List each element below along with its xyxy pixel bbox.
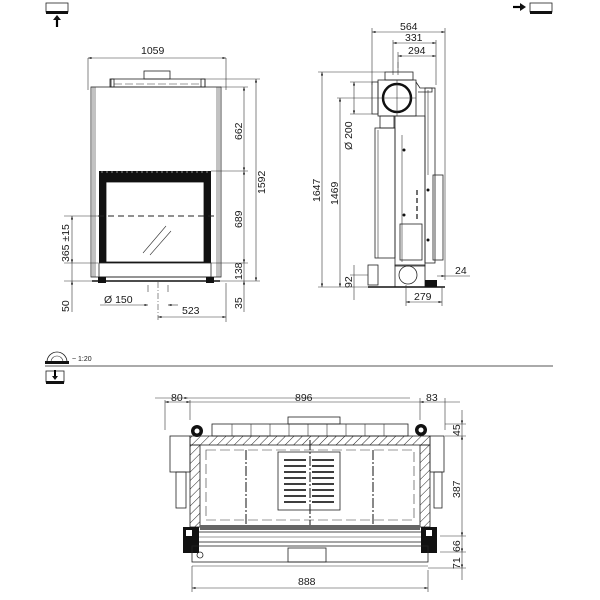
dim-front-depth-1: 66 [451,540,463,552]
dim-bottom-width: 888 [298,576,316,588]
dim-air-inlet-offset: 523 [182,305,200,317]
dim-top-depth: 45 [451,424,463,436]
dim-total-height: 1592 [256,170,268,194]
dim-upper-height: 662 [233,122,245,140]
view-from-side-icon [513,2,553,14]
dim-bottom-inlet-height: 92 [343,276,355,288]
dim-overall-depth: 564 [400,21,418,33]
dim-overall-width: 1059 [141,45,165,57]
dim-overall-height: 1647 [311,178,323,202]
scale-protractor-icon [45,351,69,364]
view-from-front-icon [45,2,69,27]
dim-flue-offset-2: 294 [408,45,426,57]
top-view: 80 896 83 [155,392,466,592]
dim-floor-offset: 50 [60,300,72,312]
dim-bottom-inlet-depth: 279 [414,291,432,303]
dim-bottom-inlet-offset: 24 [455,265,467,277]
dim-flue-offset-1: 331 [405,32,423,44]
dim-door-height: 689 [233,210,245,228]
dim-flue-center-height: 1469 [329,181,341,205]
scale-label: ~ 1:20 [72,356,92,363]
dim-bottom-offset: 35 [233,297,245,309]
dim-base-height: 138 [233,262,245,280]
front-view: 1059 [60,45,268,322]
dim-body-depth: 387 [451,480,463,498]
dim-front-depth-2: 71 [451,557,463,569]
dim-inner-width: 896 [295,392,313,404]
dim-left-offset: 80 [171,392,183,404]
dim-flue-diameter: Ø 200 [343,121,355,150]
dim-right-offset: 83 [426,392,438,404]
dim-door-axis-height: 365 ±15 [60,224,72,262]
side-view: 564 331 294 [311,21,470,306]
view-from-top-icon [45,370,65,384]
dim-air-inlet-diameter: Ø 150 [104,294,133,306]
